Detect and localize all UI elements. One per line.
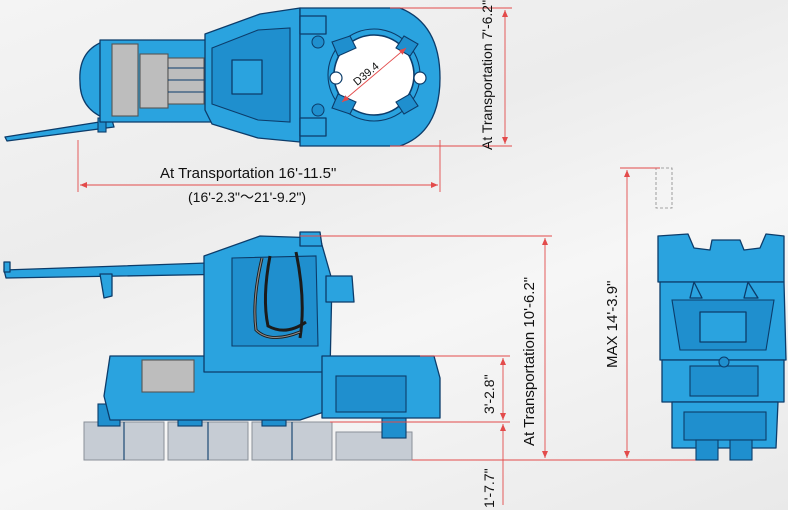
top-rear-cap bbox=[79, 41, 105, 119]
top-width-label: At Transportation 7'-6.2" bbox=[479, 0, 495, 150]
side-view bbox=[3, 231, 700, 505]
front-max-extension bbox=[655, 167, 673, 209]
top-boom-arm bbox=[4, 119, 115, 142]
top-power-pack bbox=[111, 43, 139, 117]
top-cylinder-1 bbox=[139, 53, 169, 109]
bore-diameter-line bbox=[341, 47, 407, 103]
side-height-label: At Transportation 10'-6.2" bbox=[521, 276, 538, 446]
front-view bbox=[620, 167, 787, 461]
mat-height-label: 1'-7.7" bbox=[481, 468, 497, 508]
top-length-label: At Transportation 16'-11.5" bbox=[160, 165, 337, 182]
top-cylinder-2 bbox=[167, 57, 205, 105]
front-top-frame bbox=[657, 233, 785, 283]
top-view bbox=[4, 7, 512, 192]
side-boom-arm bbox=[3, 261, 239, 279]
side-engine bbox=[141, 359, 195, 393]
deck-height-label: 3'-2.8" bbox=[481, 374, 497, 414]
max-height-label: MAX 14'-3.9" bbox=[604, 280, 621, 368]
top-length-range-label: (16'-2.3"〜21'-9.2") bbox=[188, 189, 307, 205]
